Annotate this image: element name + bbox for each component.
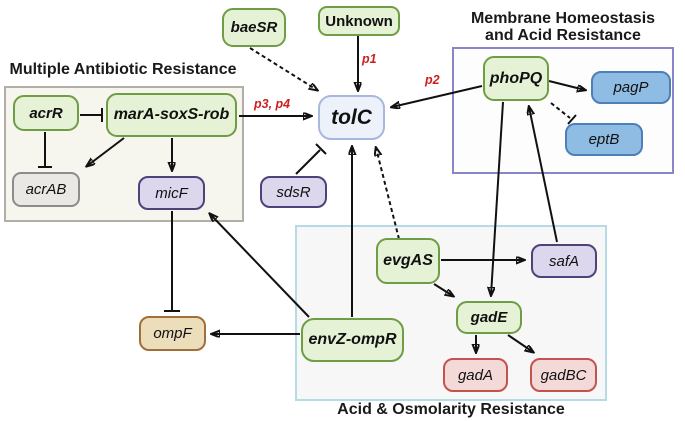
node-tolc: tolC [318, 95, 385, 140]
edge-phopq-pagp [548, 80, 585, 90]
node-pagp: pagP [591, 71, 671, 104]
region-title-membrane-line2: and Acid Resistance [485, 27, 641, 44]
region-title-multiple-antibiotic-resistance: Multiple Antibiotic Resistance [9, 61, 237, 78]
edge-phopq-eptb-inhibit-dashed [550, 102, 577, 125]
node-micf: micF [138, 176, 205, 210]
edge-evgas-tolc-dashed [376, 148, 400, 240]
node-gade: gadE [456, 301, 522, 334]
edge-label-p3-p4: p3, p4 [254, 97, 291, 111]
edge-evgas-gade [433, 283, 453, 296]
edge-baesr-tolc-dashed [249, 47, 317, 90]
edge-label-p1: p1 [362, 52, 377, 66]
edge-gade-gadbc [507, 334, 533, 352]
node-acrr: acrR [13, 95, 79, 131]
edge-phopq-gade [491, 101, 504, 295]
edge-safa-phopq [529, 107, 558, 243]
node-mara-soxs-rob: marA-soxS-rob [106, 93, 237, 137]
region-title-membrane-line1: Membrane Homeostasis [470, 10, 656, 27]
node-baesr: baeSR [222, 8, 286, 47]
node-sdsr: sdsR [260, 176, 327, 208]
edge-envz-micf [210, 214, 310, 318]
edge-phopq-tolc [392, 85, 483, 107]
node-phopq: phoPQ [483, 56, 549, 101]
node-envz-ompr: envZ-ompR [301, 318, 404, 362]
region-title-membrane-homeostasis: Membrane Homeostasis and Acid Resistance [452, 10, 674, 44]
region-title-acid-osmolarity: Acid & Osmolarity Resistance [337, 401, 565, 418]
edge-acrr-mara-inhibit [80, 108, 103, 122]
node-unknown: Unknown [318, 6, 400, 36]
node-gada: gadA [443, 358, 508, 392]
node-ompf: ompF [139, 316, 206, 351]
edge-sdsr-tolc-inhibit [295, 143, 327, 175]
node-gadbc: gadBC [530, 358, 597, 392]
node-evgas: evgAS [376, 238, 440, 284]
node-safa: safA [531, 244, 597, 278]
edge-mara-acrab [87, 137, 125, 166]
node-acrab: acrAB [12, 172, 80, 207]
node-eptb: eptB [565, 123, 643, 156]
edge-micf-ompf-inhibit [164, 211, 180, 312]
edge-acrr-acrab-inhibit [38, 132, 52, 168]
edge-label-p2: p2 [425, 73, 440, 87]
